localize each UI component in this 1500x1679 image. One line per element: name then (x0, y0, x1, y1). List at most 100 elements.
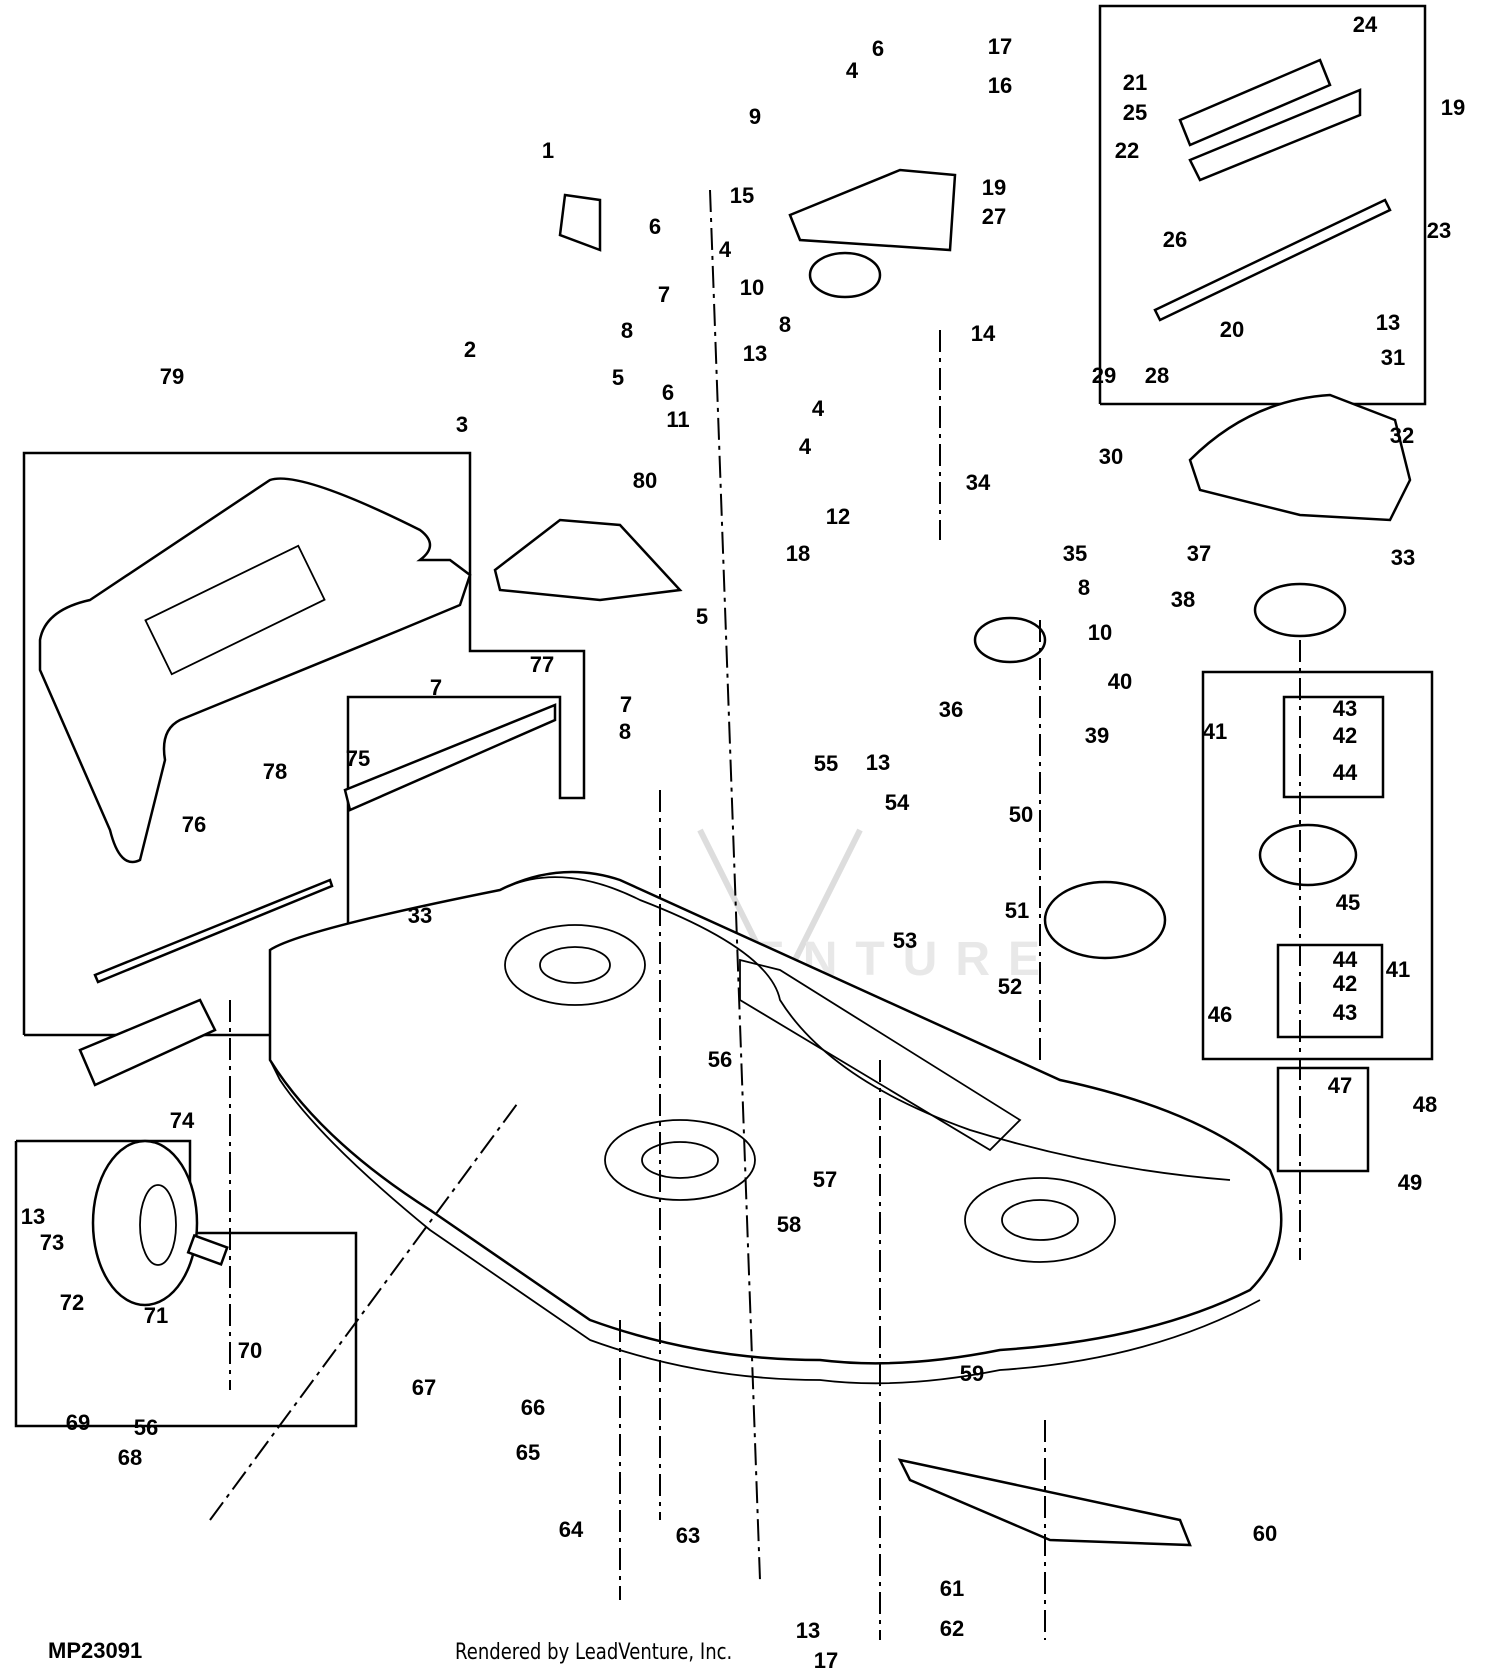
callout-59[interactable]: 59 (960, 1361, 984, 1386)
callout-9[interactable]: 9 (749, 104, 761, 129)
callout-13[interactable]: 13 (866, 750, 890, 775)
callout-26[interactable]: 26 (1163, 227, 1187, 252)
callout-28[interactable]: 28 (1145, 363, 1169, 388)
callout-17[interactable]: 17 (814, 1648, 838, 1673)
callout-80[interactable]: 80 (633, 468, 657, 493)
callout-31[interactable]: 31 (1381, 345, 1405, 370)
callout-15[interactable]: 15 (730, 183, 754, 208)
callout-47[interactable]: 47 (1328, 1073, 1352, 1098)
callout-19[interactable]: 19 (982, 175, 1006, 200)
callout-36[interactable]: 36 (939, 697, 963, 722)
callout-10[interactable]: 10 (1088, 620, 1112, 645)
callout-6[interactable]: 6 (872, 36, 884, 61)
callout-24[interactable]: 24 (1353, 12, 1378, 37)
callout-4[interactable]: 4 (812, 396, 825, 421)
callout-72[interactable]: 72 (60, 1290, 84, 1315)
callout-8[interactable]: 8 (621, 318, 633, 343)
callout-62[interactable]: 62 (940, 1616, 964, 1641)
callout-6[interactable]: 6 (662, 380, 674, 405)
callout-55[interactable]: 55 (814, 751, 838, 776)
callout-56[interactable]: 56 (708, 1047, 732, 1072)
callout-53[interactable]: 53 (893, 928, 917, 953)
callout-33[interactable]: 33 (1391, 545, 1415, 570)
callout-13[interactable]: 13 (1376, 310, 1400, 335)
callout-2[interactable]: 2 (464, 337, 476, 362)
callout-27[interactable]: 27 (982, 204, 1006, 229)
callout-20[interactable]: 20 (1220, 317, 1244, 342)
callout-77[interactable]: 77 (530, 652, 554, 677)
callout-68[interactable]: 68 (118, 1445, 142, 1470)
callout-57[interactable]: 57 (813, 1167, 837, 1192)
callout-33[interactable]: 33 (408, 903, 432, 928)
callout-58[interactable]: 58 (777, 1212, 801, 1237)
callout-22[interactable]: 22 (1115, 138, 1139, 163)
callout-74[interactable]: 74 (170, 1108, 195, 1133)
callout-61[interactable]: 61 (940, 1576, 964, 1601)
callout-54[interactable]: 54 (885, 790, 910, 815)
callout-76[interactable]: 76 (182, 812, 206, 837)
callout-32[interactable]: 32 (1390, 423, 1414, 448)
callout-11[interactable]: 11 (666, 407, 689, 432)
callout-69[interactable]: 69 (66, 1410, 90, 1435)
callout-35[interactable]: 35 (1063, 541, 1087, 566)
callout-49[interactable]: 49 (1398, 1170, 1422, 1195)
callout-60[interactable]: 60 (1253, 1521, 1277, 1546)
callout-43[interactable]: 43 (1333, 1000, 1357, 1025)
callout-10[interactable]: 10 (740, 275, 764, 300)
callout-4[interactable]: 4 (846, 58, 859, 83)
callout-42[interactable]: 42 (1333, 971, 1357, 996)
callout-43[interactable]: 43 (1333, 696, 1357, 721)
callout-38[interactable]: 38 (1171, 587, 1195, 612)
callout-71[interactable]: 71 (144, 1303, 168, 1328)
callout-40[interactable]: 40 (1108, 669, 1132, 694)
callout-67[interactable]: 67 (412, 1375, 436, 1400)
callout-7[interactable]: 7 (658, 282, 670, 307)
callout-45[interactable]: 45 (1336, 890, 1360, 915)
callout-48[interactable]: 48 (1413, 1092, 1437, 1117)
callout-12[interactable]: 12 (826, 504, 850, 529)
callout-51[interactable]: 51 (1005, 898, 1029, 923)
callout-39[interactable]: 39 (1085, 723, 1109, 748)
callout-29[interactable]: 29 (1092, 363, 1116, 388)
callout-18[interactable]: 18 (786, 541, 810, 566)
callout-3[interactable]: 3 (456, 412, 468, 437)
callout-30[interactable]: 30 (1099, 444, 1123, 469)
callout-17[interactable]: 17 (988, 34, 1012, 59)
callout-41[interactable]: 41 (1386, 957, 1410, 982)
callout-44[interactable]: 44 (1333, 947, 1358, 972)
callout-42[interactable]: 42 (1333, 723, 1357, 748)
callout-65[interactable]: 65 (516, 1440, 540, 1465)
callout-44[interactable]: 44 (1333, 760, 1358, 785)
callout-13[interactable]: 13 (796, 1618, 820, 1643)
callout-14[interactable]: 14 (971, 321, 996, 346)
callout-78[interactable]: 78 (263, 759, 287, 784)
callout-7[interactable]: 7 (620, 692, 632, 717)
callout-56[interactable]: 56 (134, 1415, 158, 1440)
callout-64[interactable]: 64 (559, 1517, 584, 1542)
callout-37[interactable]: 37 (1187, 541, 1211, 566)
callout-8[interactable]: 8 (1078, 575, 1090, 600)
callout-23[interactable]: 23 (1427, 218, 1451, 243)
callout-5[interactable]: 5 (612, 365, 624, 390)
callout-7[interactable]: 7 (430, 675, 442, 700)
callout-25[interactable]: 25 (1123, 100, 1147, 125)
callout-75[interactable]: 75 (346, 746, 370, 771)
callout-46[interactable]: 46 (1208, 1002, 1232, 1027)
callout-34[interactable]: 34 (966, 470, 991, 495)
callout-8[interactable]: 8 (619, 719, 631, 744)
callout-6[interactable]: 6 (649, 214, 661, 239)
callout-19[interactable]: 19 (1441, 95, 1465, 120)
callout-70[interactable]: 70 (238, 1338, 262, 1363)
callout-41[interactable]: 41 (1203, 719, 1227, 744)
callout-13[interactable]: 13 (743, 341, 767, 366)
callout-79[interactable]: 79 (160, 364, 184, 389)
callout-8[interactable]: 8 (779, 312, 791, 337)
callout-5[interactable]: 5 (696, 604, 708, 629)
callout-16[interactable]: 16 (988, 73, 1012, 98)
callout-52[interactable]: 52 (998, 974, 1022, 999)
callout-63[interactable]: 63 (676, 1523, 700, 1548)
callout-50[interactable]: 50 (1009, 802, 1033, 827)
callout-13[interactable]: 13 (21, 1204, 45, 1229)
callout-73[interactable]: 73 (40, 1230, 64, 1255)
callout-4[interactable]: 4 (719, 237, 732, 262)
